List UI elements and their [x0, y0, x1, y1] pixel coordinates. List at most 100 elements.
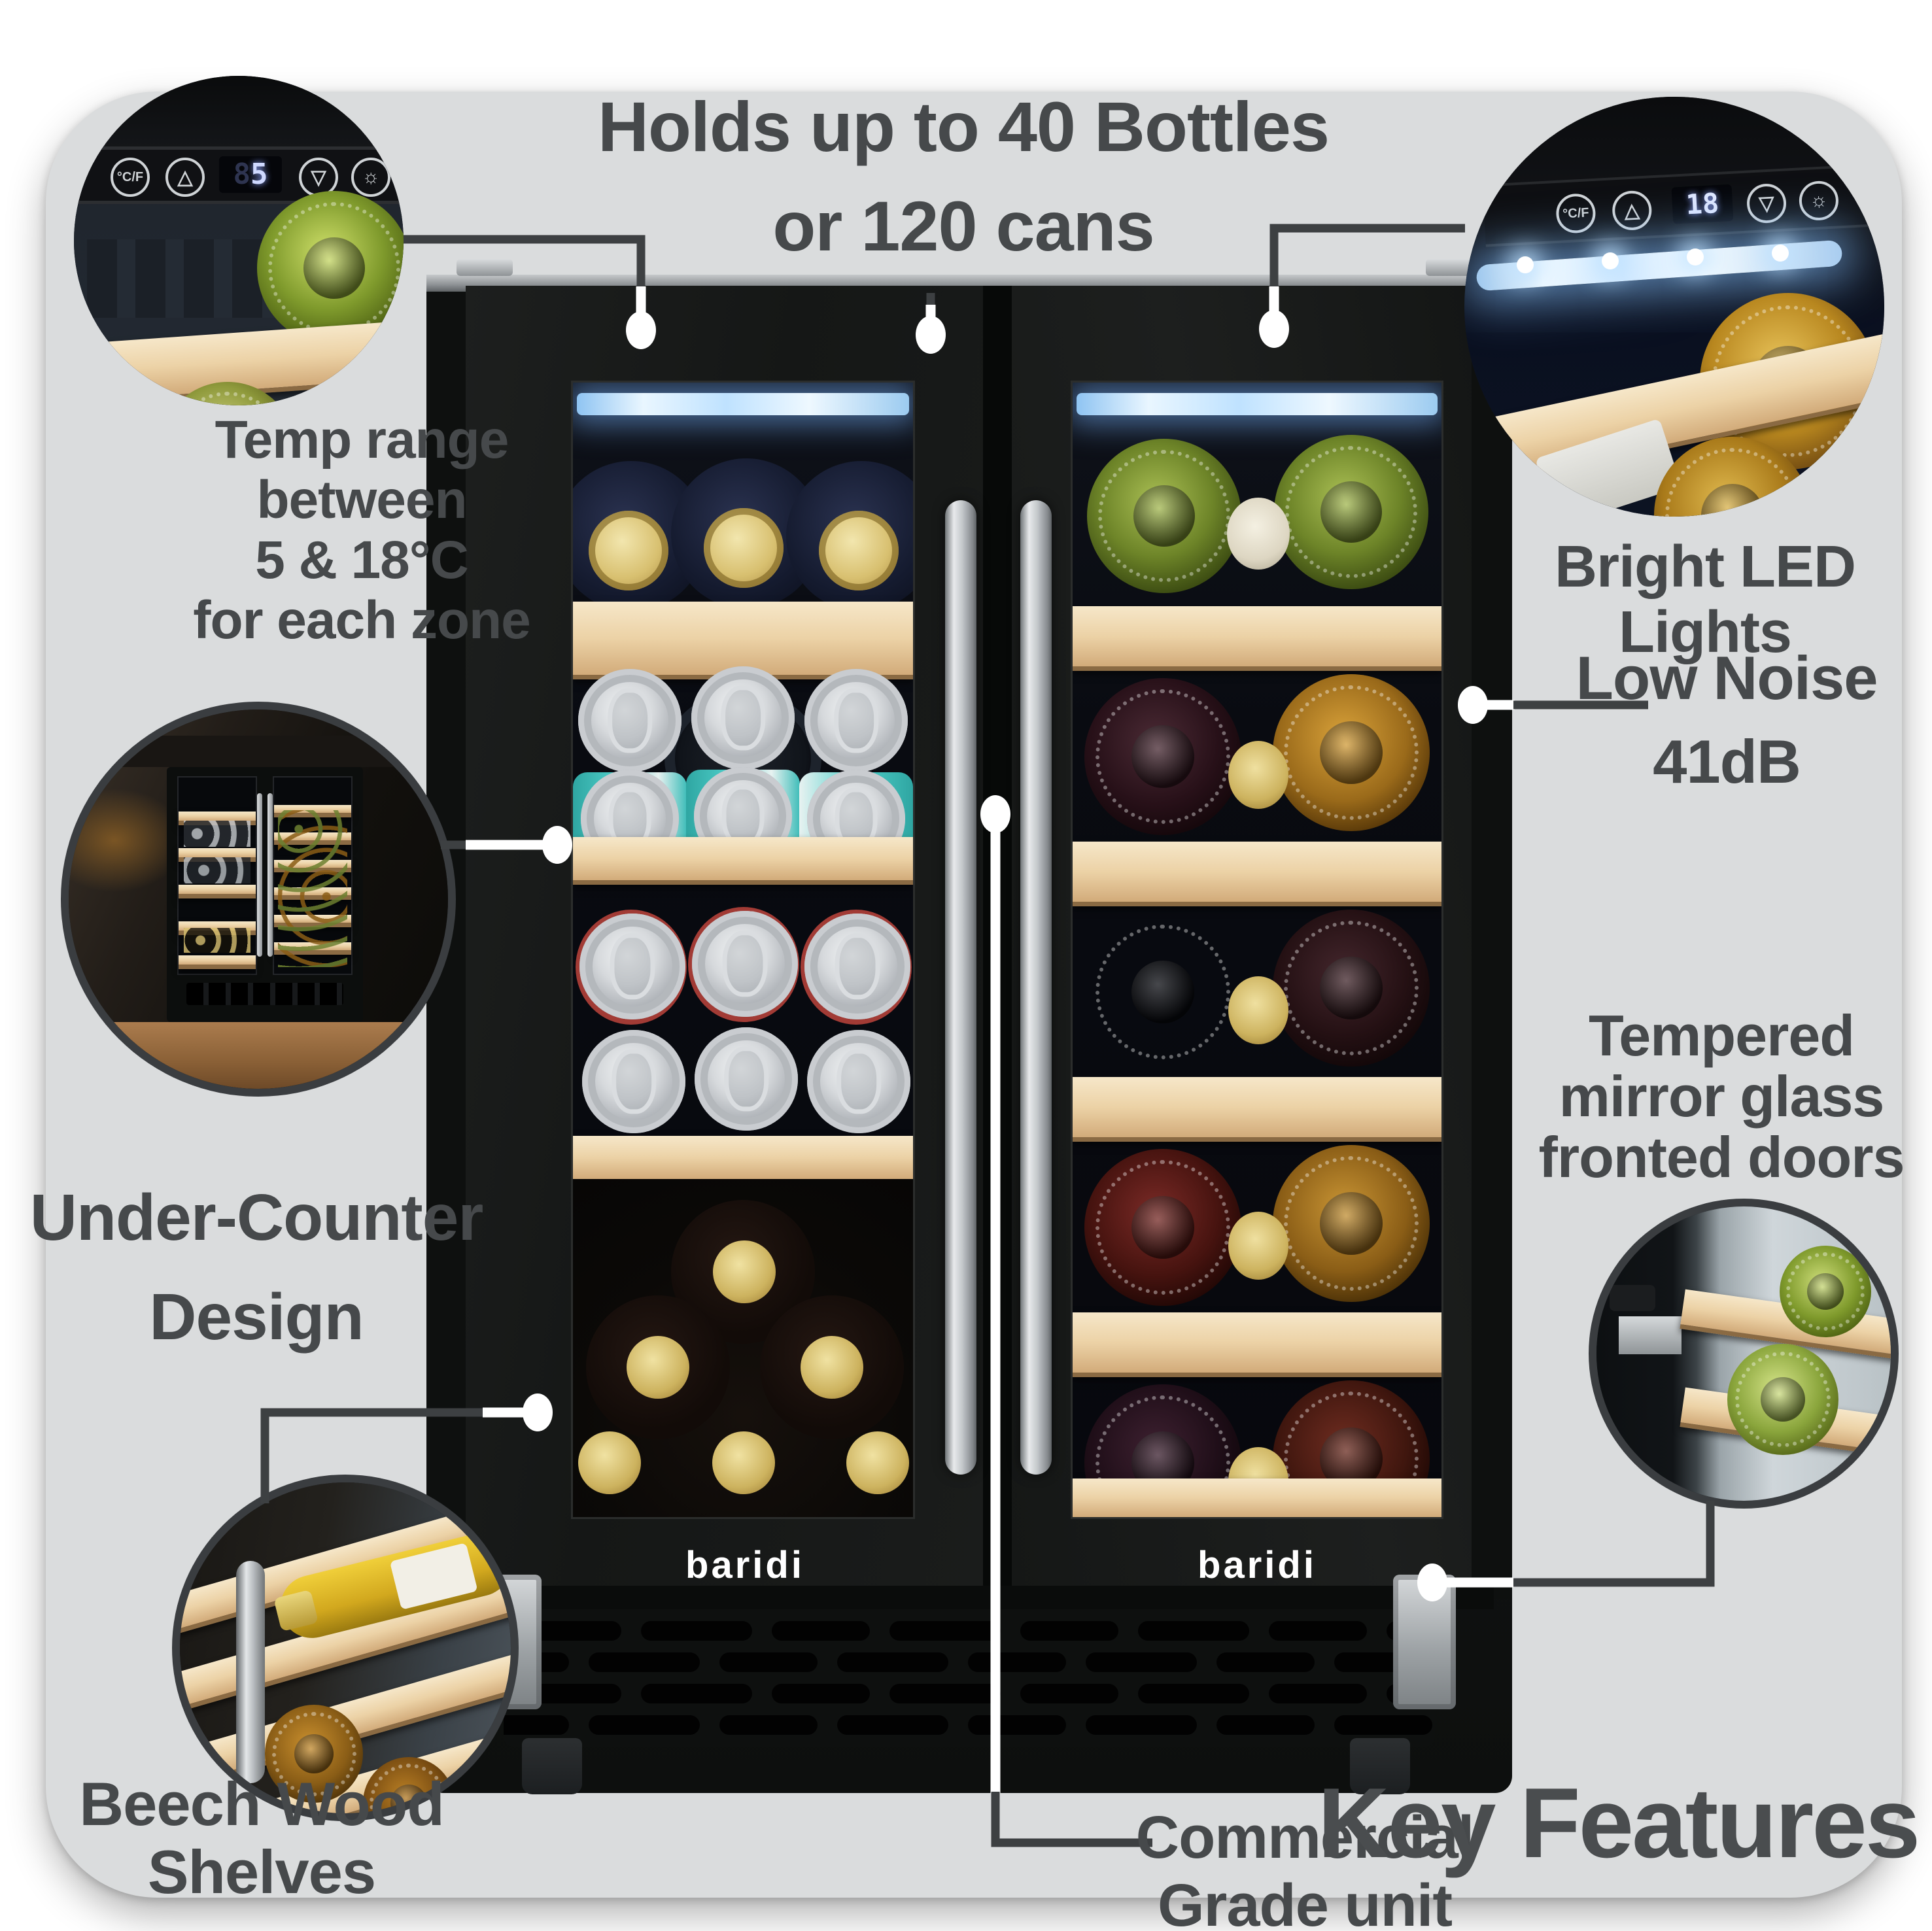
key-features-title: Key Features [1317, 1768, 1921, 1879]
leader-beech-dot [523, 1393, 553, 1431]
left-door[interactable]: baridi [466, 286, 983, 1586]
can-silver [804, 669, 908, 772]
beech-shelf [1073, 1312, 1441, 1377]
right-door[interactable]: baridi [1012, 286, 1472, 1586]
leader-beech-dark [260, 1408, 484, 1503]
wine-bottle-amber [265, 1705, 363, 1803]
leader-led-dot [1259, 310, 1289, 348]
celsius-fahrenheit-button[interactable]: °C/F [111, 158, 150, 197]
right-door-handle[interactable] [1020, 500, 1052, 1475]
gold-bottle-cap [1228, 976, 1288, 1044]
leader-temp-dot [626, 311, 656, 349]
baridi-logo-right: baridi [1198, 1544, 1317, 1586]
wine-bottle-green [257, 191, 404, 345]
callout-led-line2: Lights [1619, 600, 1792, 665]
cream-bottle-cap [1227, 498, 1290, 570]
gold-bottle-cap [589, 511, 668, 590]
wine-bottle-dark [1273, 910, 1430, 1067]
gold-bottle-cap [819, 511, 899, 590]
vent-grille [504, 1609, 1435, 1747]
left-door-handle[interactable] [945, 500, 976, 1475]
callout-temp-line4: for each zone [193, 590, 531, 650]
led-dot [1687, 248, 1704, 265]
callout-under-line1: Under-Counter [29, 1181, 484, 1254]
fridge-unit: baridi [426, 259, 1512, 1794]
temp-up-button[interactable]: △ [165, 158, 205, 197]
beech-shelf [573, 837, 913, 885]
led-dot [1602, 252, 1619, 269]
callout-temp-line3: 5 & 18°C [255, 530, 469, 590]
display-value: 5 [250, 158, 268, 191]
can-silver [579, 914, 685, 1019]
steel-shelf-handle [236, 1561, 265, 1783]
callout-commercial-line1: Commercial [1135, 1804, 1475, 1871]
leader-tempered-dot [1417, 1564, 1447, 1601]
gold-bottle-cap [713, 1240, 776, 1303]
led-dot [1517, 256, 1534, 273]
gold-bottle-cap [578, 1431, 641, 1494]
photo-beech-shelves [180, 1482, 511, 1813]
gold-bottle-cap [627, 1336, 689, 1399]
can-silver [582, 1030, 685, 1133]
wine-bottle-green [1727, 1344, 1838, 1455]
callout-temp-line2: between [256, 470, 467, 530]
beech-shelf [1073, 1077, 1441, 1142]
wine-bottle-green [1780, 1246, 1871, 1337]
leader-temp-dark [404, 235, 646, 288]
right-door-window [1071, 381, 1443, 1519]
mini-grille [186, 983, 343, 1005]
photo-temp-control: °C/F △ 85 ▽ ☼ [74, 76, 404, 405]
mini-fridge [167, 767, 363, 1022]
callout-noise-line2: 41dB [1653, 727, 1801, 796]
led-dot [1772, 245, 1789, 262]
mini-handles [267, 793, 273, 957]
callout-led-line1: Bright LED [1555, 534, 1856, 600]
wine-bottle-amber [1084, 914, 1241, 1070]
led-strip-right [1077, 393, 1438, 415]
leader-under-dot [542, 826, 572, 864]
wine-bottle-amber [1273, 1145, 1430, 1302]
can-silver [691, 666, 795, 770]
can-silver [804, 914, 910, 1019]
callout-temp-line1: Temp range [215, 410, 509, 470]
callout-beech-line2: Shelves [147, 1837, 376, 1906]
leader-capacity-dot [916, 316, 946, 354]
callout-tempered-line1: Tempered [1588, 1003, 1855, 1068]
hinge-block [1610, 1285, 1655, 1311]
hinge-left-icon [457, 259, 513, 276]
gold-bottle-cap [704, 508, 784, 588]
can-silver [578, 669, 681, 772]
display-ghost-digit: 8 [233, 158, 251, 191]
callout-beech-line1: Beech Wood [79, 1769, 445, 1838]
wine-bottle-dark [1084, 678, 1241, 835]
photo-tempered-door [1596, 1206, 1891, 1501]
callout-commercial-line2: Grade unit [1157, 1872, 1453, 1931]
gold-bottle-cap [1228, 1212, 1288, 1280]
led-strip-left [577, 393, 909, 415]
photo-led-lights: °C/F △ 18 ▽ ☼ [1464, 97, 1884, 517]
left-door-window [571, 381, 915, 1519]
mini-handles [257, 793, 262, 957]
callout-tempered-line2: mirror glass [1559, 1064, 1885, 1129]
gold-bottle-cap [1228, 741, 1288, 809]
callout-noise-line1: Low Noise [1576, 643, 1878, 712]
wine-bottle-green [1274, 435, 1428, 589]
beech-shelf [1073, 842, 1441, 906]
light-button[interactable]: ☼ [351, 158, 390, 197]
gold-bottle-cap [712, 1431, 775, 1494]
leader-commercial-dark [991, 1792, 1152, 1847]
hinge-block [1619, 1316, 1682, 1354]
base-strip [445, 1586, 1494, 1609]
beech-shelf [1073, 606, 1441, 671]
wine-bottle-amber [1273, 674, 1430, 831]
can-silver [695, 1027, 798, 1131]
foot-left [522, 1738, 582, 1794]
gold-bottle-cap [801, 1336, 863, 1399]
callout-under-line2: Design [149, 1280, 364, 1354]
can-silver [692, 911, 798, 1017]
callout-tempered-line3: fronted doors [1538, 1125, 1905, 1189]
leader-tempered-dark [1512, 1501, 1715, 1587]
wine-bottle-green [1087, 439, 1241, 593]
counter-top [69, 736, 448, 767]
